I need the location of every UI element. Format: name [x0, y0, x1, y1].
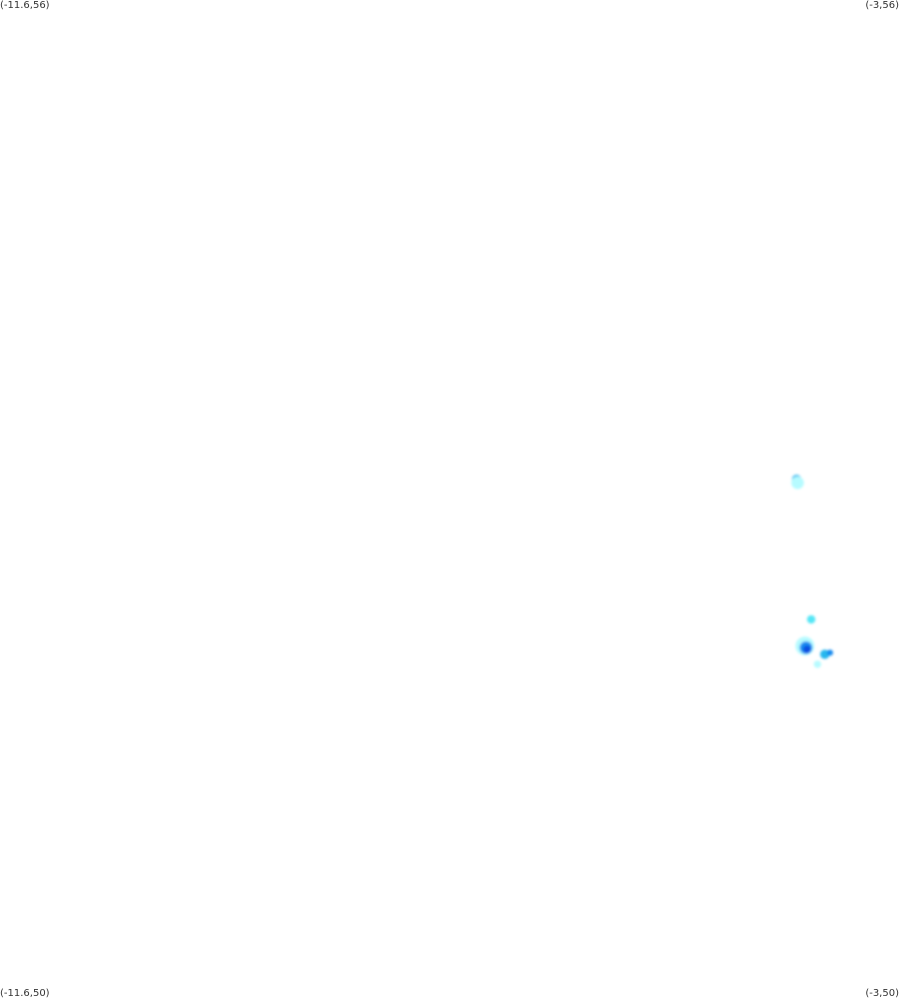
hotspot-marker: [813, 660, 822, 668]
corner-label-top-left: (-11.6,56): [0, 0, 50, 11]
corner-label-bottom-left: (-11.6,50): [0, 988, 50, 999]
hotspot-marker: [791, 476, 804, 490]
corner-label-top-right: (-3,56): [865, 0, 899, 11]
hotspot-layer: [791, 474, 834, 668]
corner-label-bottom-right: (-3,50): [865, 988, 899, 999]
hotspot-marker: [807, 615, 816, 624]
hotspot-marker: [826, 649, 834, 656]
hotspot-marker: [803, 645, 811, 653]
